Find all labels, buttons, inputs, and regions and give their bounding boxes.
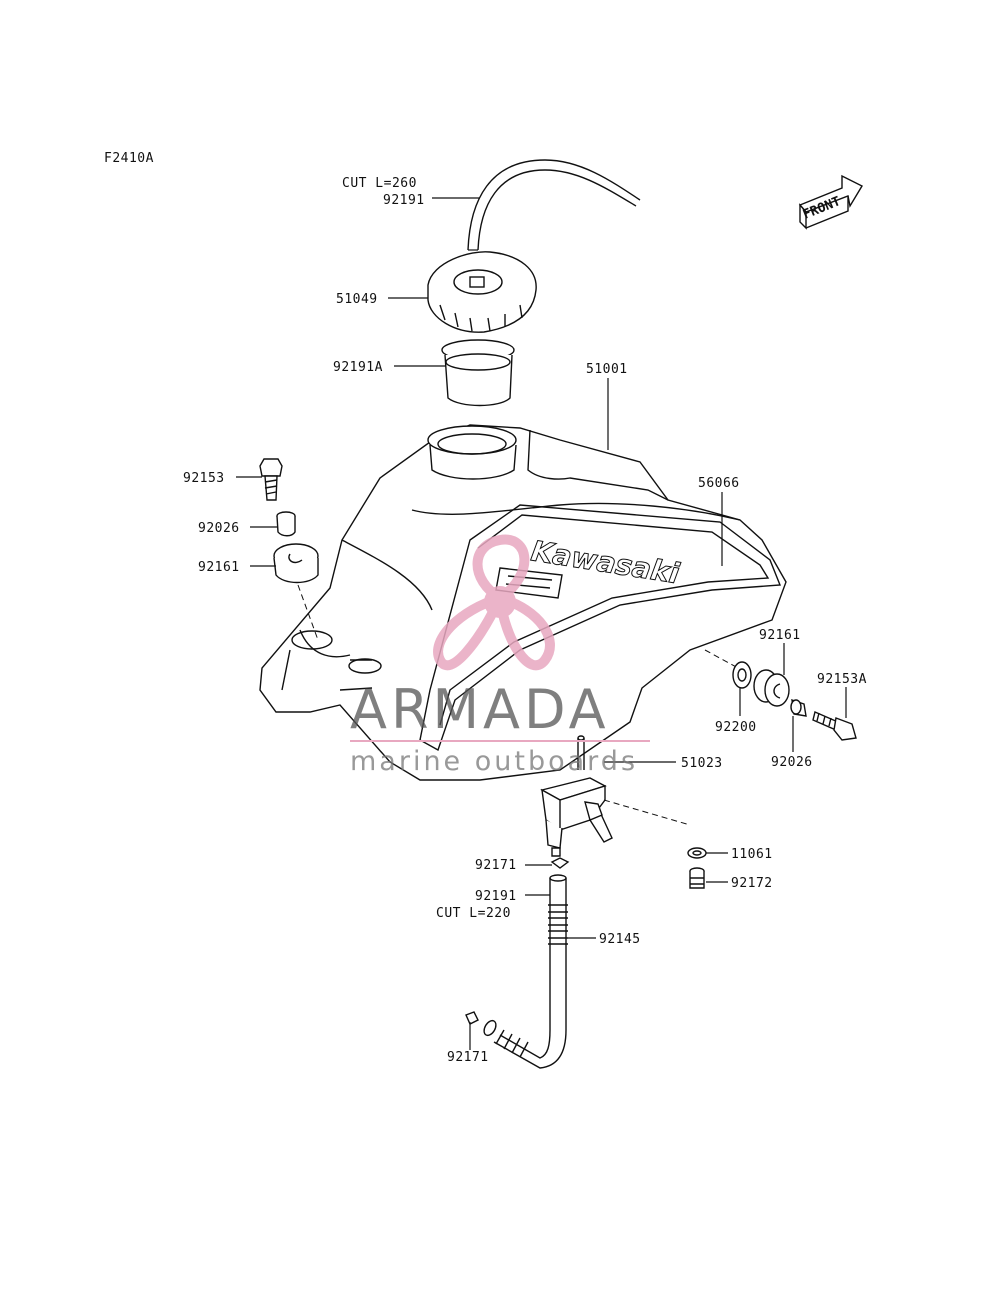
left-mount-collar bbox=[276, 511, 296, 537]
fuel-cock-guide-line bbox=[603, 799, 691, 826]
label-92153A: 92153A bbox=[817, 672, 867, 687]
right-mount-grommet bbox=[753, 669, 790, 707]
label-56066: 56066 bbox=[698, 476, 740, 491]
label-51023: 51023 bbox=[681, 756, 723, 771]
armada-watermark: ARMADA marine outboards bbox=[350, 534, 650, 777]
part-labels: CUT L=260 92191 51049 92191A 51001 92153… bbox=[183, 176, 867, 1065]
left-mount-bolt bbox=[259, 458, 283, 501]
clip-upper bbox=[550, 857, 570, 869]
clip-lower bbox=[465, 1011, 479, 1025]
fuel-hose-lower bbox=[483, 874, 568, 1069]
leader-lines bbox=[236, 197, 847, 1050]
right-mount-bolt bbox=[812, 711, 857, 741]
label-92026-left: 92026 bbox=[198, 521, 240, 536]
vent-hose-top bbox=[467, 159, 641, 251]
fuel-cock bbox=[540, 735, 613, 857]
right-mount-collar bbox=[790, 698, 807, 717]
label-51001: 51001 bbox=[586, 362, 628, 377]
label-92200: 92200 bbox=[715, 720, 757, 735]
propeller-logo bbox=[433, 534, 555, 671]
right-mount-washer bbox=[732, 661, 752, 689]
left-mount-grommet bbox=[273, 543, 319, 584]
right-mount-guide-line bbox=[704, 649, 739, 669]
filler-neck-gasket bbox=[441, 339, 515, 407]
label-92172: 92172 bbox=[731, 876, 773, 891]
label-92171-lower: 92171 bbox=[447, 1050, 489, 1065]
figure-code: F2410A bbox=[104, 151, 154, 166]
label-cut-top: CUT L=260 bbox=[342, 176, 417, 191]
label-92026-right: 92026 bbox=[771, 755, 813, 770]
label-92191A: 92191A bbox=[333, 360, 383, 375]
label-51049: 51049 bbox=[336, 292, 378, 307]
watermark-brand: ARMADA bbox=[350, 678, 610, 741]
label-92153: 92153 bbox=[183, 471, 225, 486]
label-92171-upper: 92171 bbox=[475, 858, 517, 873]
front-direction-arrow: FRONT bbox=[798, 174, 863, 230]
label-92161-left: 92161 bbox=[198, 560, 240, 575]
label-92191-lower: 92191 bbox=[475, 889, 517, 904]
fuel-cap bbox=[427, 251, 537, 333]
washer-11061 bbox=[687, 847, 707, 859]
watermark-tagline: marine outboards bbox=[350, 746, 638, 777]
label-cut-lower: CUT L=220 bbox=[436, 906, 511, 921]
label-92191-top: 92191 bbox=[383, 193, 425, 208]
screw-92172 bbox=[689, 867, 705, 889]
label-92145: 92145 bbox=[599, 932, 641, 947]
label-92161-right: 92161 bbox=[759, 628, 801, 643]
label-11061: 11061 bbox=[731, 847, 773, 862]
